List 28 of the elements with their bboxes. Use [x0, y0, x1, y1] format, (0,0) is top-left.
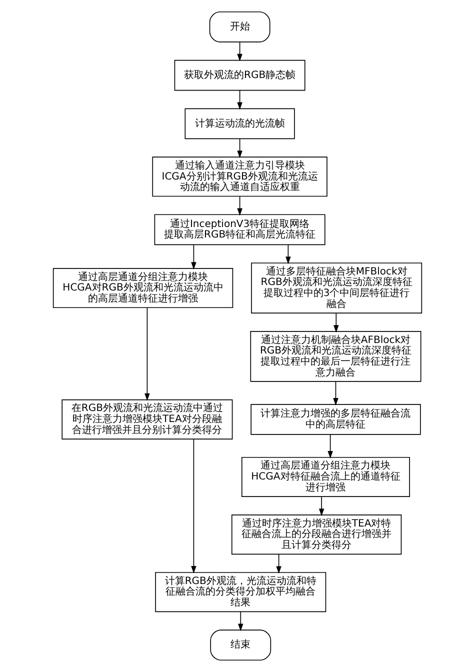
- arrow: [236, 90, 242, 110]
- arrow: [238, 611, 243, 632]
- arrow: [190, 438, 196, 574]
- node-box: 计算RGB外观流，光流运动流和特征融合流的分类得分加权平均融合结果: [154, 572, 326, 612]
- arrow: [144, 307, 150, 401]
- node-box: 通过多层特征融合块MFBlock对RGB外观流和光流运动流深度特征提取过程中的3个中间层特征进行融合: [250, 262, 422, 314]
- arrow: [236, 138, 242, 158]
- node-box: 通过高层通道分组注意力模块HCGA对RGB外观流和光流运动流中的高层通道特征进行增强: [52, 268, 233, 308]
- node-box: 通过InceptionV3特征提取网络提取高层RGB特征和高层光流特征: [154, 214, 325, 246]
- arrow: [285, 244, 290, 264]
- node-box: 通过注意力机制融合块AFBlock对RGB外观流和光流运动流深度特征提取过程中的最后一层特征进行注意力融合: [250, 331, 421, 382]
- node-box: 计算运动流的光流帧: [184, 108, 294, 140]
- arrow: [333, 312, 338, 333]
- node-box: 获取外观流的RGB静态帧: [174, 60, 305, 91]
- arrow: [236, 196, 242, 216]
- arrow: [318, 496, 324, 516]
- node-box: 通过输入通道注意力引导模块ICGA分别计算RGB外观流和光流运动流的输入通道自适应权重: [152, 156, 327, 197]
- arrow: [332, 381, 338, 406]
- node-box: 通过时序注意力增强模块TEA对特征融合流上的分段融合进行增强并且计算分类得分: [230, 514, 402, 555]
- arrow: [276, 554, 281, 574]
- node-box: 开始: [208, 11, 270, 42]
- arrow: [327, 434, 332, 458]
- arrow: [236, 42, 242, 62]
- node-box: 计算注意力增强的多层特征融合流中的高层特征: [250, 404, 420, 435]
- node-box: 通过高层通道分组注意力模块HCGA对特征融合流上的通道特征进行增强: [240, 456, 410, 498]
- node-box: 在RGB外观流和光流运动流中通过时序注意力增强模块TEA对分段融合进行增强并且分别计算分类得分: [61, 399, 232, 440]
- node-box: 结束: [210, 630, 271, 661]
- arrow: [190, 244, 196, 270]
